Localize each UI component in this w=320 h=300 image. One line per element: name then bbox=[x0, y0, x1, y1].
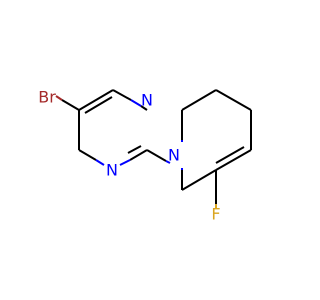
nitrogen-atom-label: N bbox=[106, 161, 118, 180]
bond bbox=[140, 105, 148, 111]
bond bbox=[165, 160, 171, 164]
bond bbox=[215, 89, 252, 111]
bromine-atom-label: Br bbox=[38, 88, 56, 107]
bond bbox=[146, 149, 167, 162]
bond bbox=[84, 96, 113, 114]
bond bbox=[130, 99, 142, 107]
bond bbox=[78, 149, 97, 161]
nitrogen-atom-label: N bbox=[141, 91, 153, 110]
bond bbox=[181, 89, 217, 111]
atom-labels: Br N N N F bbox=[38, 88, 220, 224]
bond bbox=[129, 149, 148, 161]
bond bbox=[127, 145, 142, 154]
nitrogen-atom-label: N bbox=[168, 146, 180, 165]
bond bbox=[95, 159, 105, 166]
bonds-carbon bbox=[61, 89, 252, 204]
bond bbox=[119, 159, 131, 166]
bonds-hetero bbox=[55, 95, 217, 208]
bond bbox=[78, 89, 114, 111]
fluorine-atom-label: F bbox=[211, 205, 220, 224]
bond bbox=[112, 89, 132, 101]
bond bbox=[55, 95, 63, 101]
bond bbox=[215, 146, 245, 164]
bond bbox=[61, 99, 80, 111]
chemical-structure-diagram: Br N N N F bbox=[38, 88, 252, 224]
bond bbox=[215, 149, 252, 171]
bond bbox=[181, 169, 217, 191]
